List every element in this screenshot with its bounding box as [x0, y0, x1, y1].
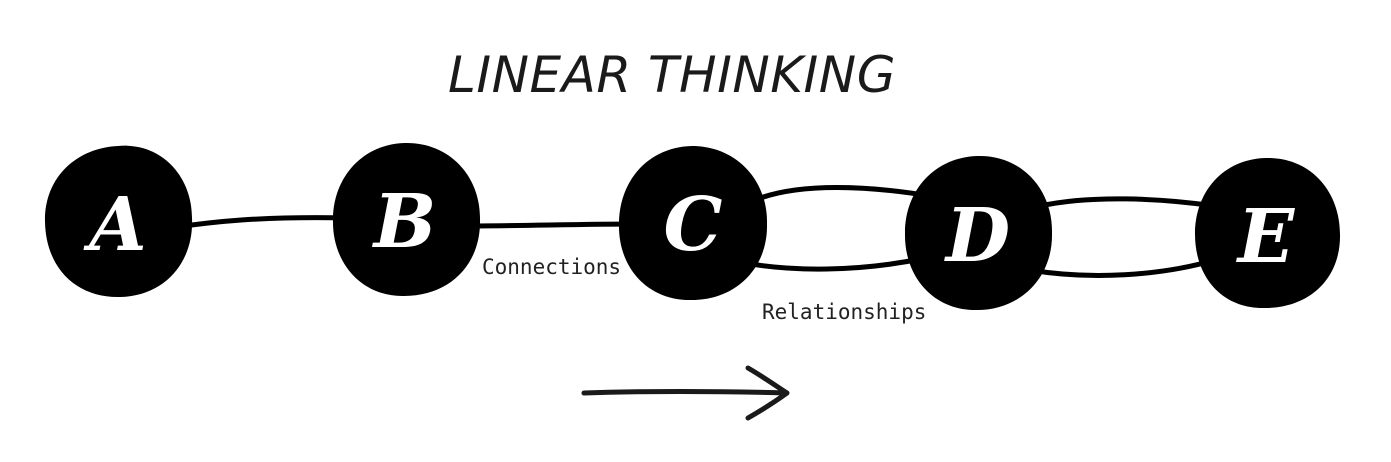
node-a-label: A [83, 182, 146, 268]
diagram-title: LINEAR THINKING [448, 46, 896, 104]
node-e: E [1195, 157, 1341, 309]
node-e-circle [1195, 157, 1341, 309]
node-c-label: C [664, 182, 723, 268]
node-e-label: E [1236, 194, 1296, 280]
edge-d-e-lower [1027, 257, 1218, 278]
node-d-label: D [944, 193, 1010, 279]
edge-a-b [167, 215, 353, 231]
node-c-circle [618, 146, 768, 301]
node-d-circle [904, 155, 1053, 311]
node-b: B [332, 142, 481, 297]
edge-c-d-lower [737, 255, 928, 272]
edge-b-c [457, 221, 643, 229]
direction-arrow-icon [581, 365, 790, 421]
node-c: C [618, 146, 768, 301]
relationships-label: Relationships [762, 300, 926, 324]
edge-d-e-upper [1037, 196, 1218, 209]
edge-c-d-upper [752, 185, 933, 203]
arrow-head [745, 365, 790, 421]
node-a: A [44, 145, 193, 298]
connections-label: Connections [482, 255, 621, 279]
arrow-shaft [581, 389, 789, 396]
node-b-label: B [372, 179, 437, 265]
edges [167, 185, 1218, 278]
node-d: D [904, 155, 1053, 311]
node-a-circle [44, 145, 193, 298]
node-b-circle [332, 142, 481, 297]
